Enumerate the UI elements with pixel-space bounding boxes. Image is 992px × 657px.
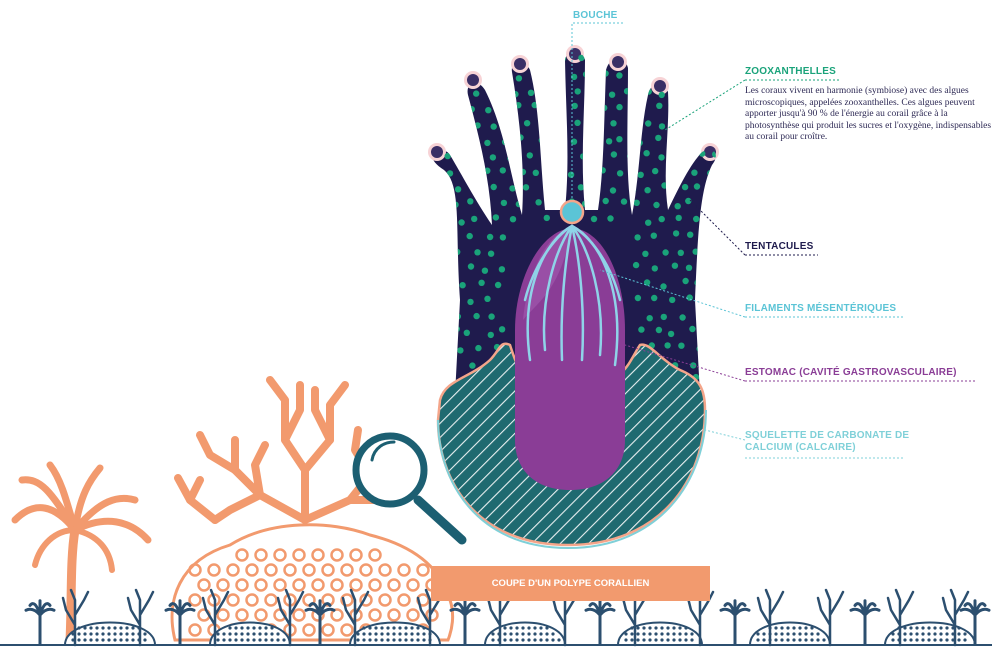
label-zooxanthelles: ZOOXANTHELLES [745,66,836,77]
label-tentacules: TENTACULES [745,241,813,252]
label-bouche: BOUCHE [573,10,618,21]
label-estomac: ESTOMAC (CAVITÉ GASTROVASCULAIRE) [745,367,957,378]
label-filaments: FILAMENTS MÉSENTÉRIQUES [745,303,896,314]
orange-palm-coral [15,465,148,640]
mouth [561,201,583,223]
caption-banner: COUPE D'UN POLYPE CORALLIEN [431,566,710,601]
zooxanthelles-description: Les coraux vivent en harmonie (symbiose)… [745,86,992,144]
label-squelette: SQUELETTE DE CARBONATE DE CALCIUM (CALCA… [745,430,925,454]
coral-polyp [428,45,722,548]
